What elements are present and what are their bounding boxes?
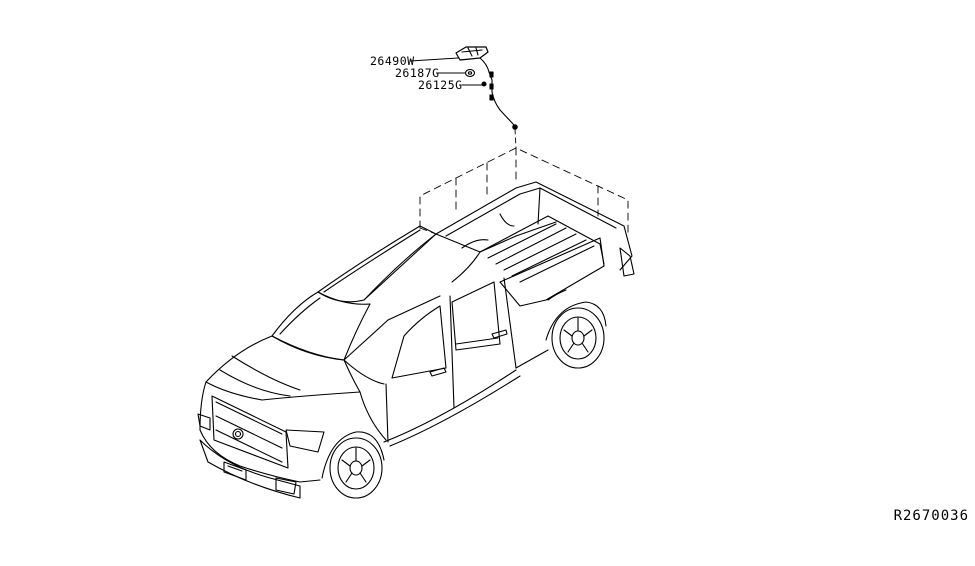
part-number-label: 26490W	[370, 54, 415, 68]
bed-outline-dashed	[419, 147, 629, 235]
truck-body	[197, 181, 635, 499]
diagram-reference-code: R2670036	[893, 508, 969, 524]
leader-lines	[409, 57, 483, 86]
part-number-label: 26125G	[418, 78, 463, 92]
part-number-label: 26187G	[395, 66, 440, 80]
bed-lamp-assembly	[455, 46, 518, 149]
